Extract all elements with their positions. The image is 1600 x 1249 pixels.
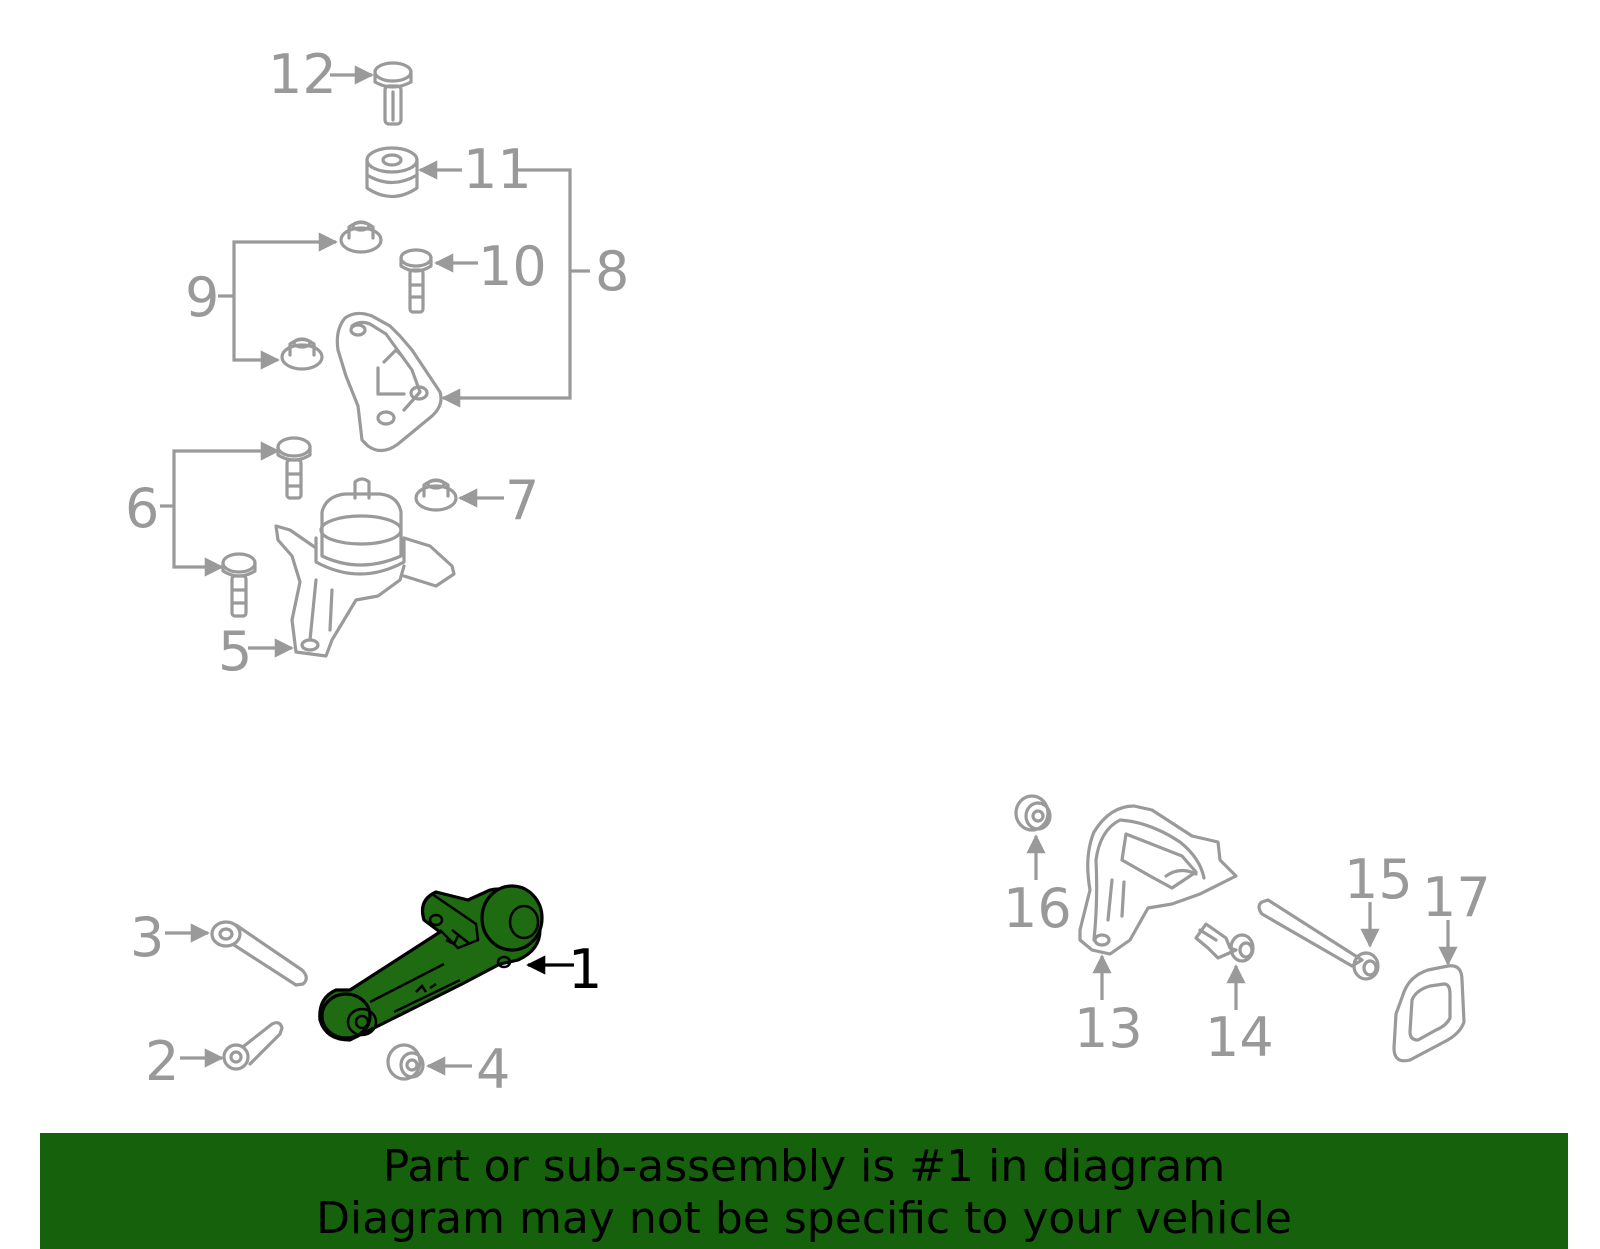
callout-6: 6 (125, 477, 159, 540)
banner-line-2: Diagram may not be specific to your vehi… (316, 1193, 1292, 1244)
callout-10: 10 (478, 235, 547, 298)
callout-15: 15 (1344, 848, 1413, 911)
leader-8 (441, 168, 590, 408)
callout-12: 12 (268, 43, 337, 106)
part-10-bolt (399, 248, 433, 314)
callout-14: 14 (1205, 1006, 1274, 1069)
callout-17: 17 (1422, 866, 1491, 929)
callout-7: 7 (505, 469, 539, 532)
part-14-bolt (1194, 922, 1255, 963)
part-3-bolt (210, 920, 308, 987)
callout-1: 1 (568, 938, 602, 1001)
part-11-bushing (365, 146, 419, 199)
info-banner: Part or sub-assembly is #1 in diagram Di… (40, 1133, 1568, 1249)
part-12-bolt (373, 61, 413, 126)
part-6-bolt-upper (276, 436, 312, 500)
part-5-engine-mount (274, 477, 456, 658)
part-9-nut-upper (339, 220, 383, 254)
part-9-nut-lower (280, 337, 324, 371)
part-2-bolt (222, 1021, 284, 1071)
leader-9 (218, 232, 338, 370)
part-7-nut (414, 478, 458, 512)
leader-6 (160, 441, 280, 577)
callout-13: 13 (1074, 997, 1143, 1060)
part-15-bolt (1257, 898, 1380, 981)
part-6-bolt-lower (221, 552, 257, 618)
callout-2: 2 (145, 1030, 179, 1093)
banner-line-1: Part or sub-assembly is #1 in diagram (382, 1141, 1226, 1192)
callout-8: 8 (595, 240, 629, 303)
part-17-seal (1392, 964, 1466, 1063)
part-4-nut (386, 1043, 425, 1081)
callout-3: 3 (130, 906, 164, 969)
part-1-torque-rod (318, 884, 544, 1042)
callout-16: 16 (1003, 877, 1072, 940)
callout-5: 5 (218, 620, 252, 683)
callout-9: 9 (185, 266, 219, 329)
callout-4: 4 (476, 1038, 510, 1101)
part-13-trans-mount (1078, 804, 1238, 956)
part-16-nut (1014, 794, 1052, 832)
part-8-bracket (335, 311, 443, 453)
